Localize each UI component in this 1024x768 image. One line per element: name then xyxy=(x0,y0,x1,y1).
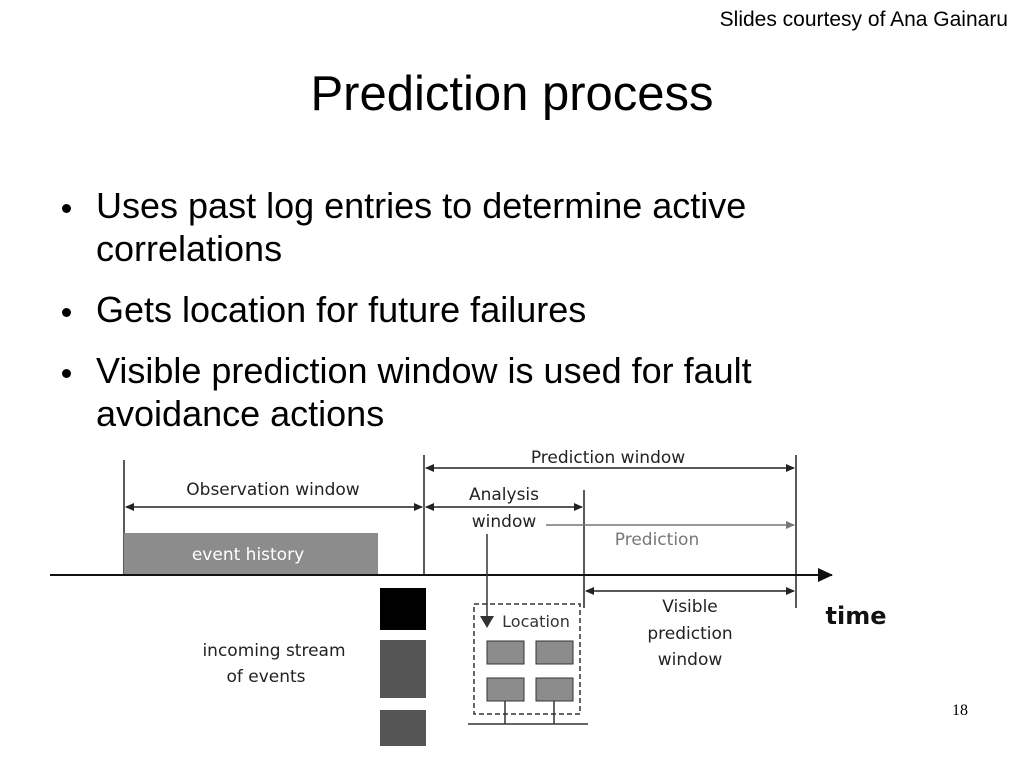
time-label: time xyxy=(826,602,887,630)
slide-credit: Slides courtesy of Ana Gainaru xyxy=(719,8,1008,31)
bullet-item: Uses past log entries to determine activ… xyxy=(58,184,878,270)
incoming-event-block xyxy=(380,710,426,746)
event-history-bar xyxy=(124,533,378,575)
visible-prediction-label-line3: window xyxy=(658,650,723,670)
slide-title: Prediction process xyxy=(310,67,714,121)
incoming-stream-label: incoming stream xyxy=(202,641,345,661)
visible-prediction-label-line2: prediction xyxy=(647,624,732,644)
location-node xyxy=(535,677,574,702)
prediction-window-label: Prediction window xyxy=(531,448,685,468)
location-arrow-head xyxy=(480,616,494,628)
bullet-list: Uses past log entries to determine activ… xyxy=(58,184,878,453)
bullet-dot-icon xyxy=(62,308,71,317)
location-node xyxy=(486,677,525,702)
incoming-event-block xyxy=(380,640,426,698)
bullet-item: Visible prediction window is used for fa… xyxy=(58,349,878,435)
bullet-text: Gets location for future failures xyxy=(96,289,587,330)
analysis-window-label: Analysis xyxy=(469,485,539,505)
location-node xyxy=(486,640,525,665)
analysis-window-label-line2: window xyxy=(472,512,537,532)
location-node xyxy=(535,640,574,665)
bullet-text: Visible prediction window is used for fa… xyxy=(96,350,752,434)
bullet-dot-icon xyxy=(62,204,71,213)
prediction-label: Prediction xyxy=(615,530,699,550)
observation-window-label: Observation window xyxy=(186,480,360,500)
visible-prediction-label: Visible xyxy=(662,597,718,617)
bullet-item: Gets location for future failures xyxy=(58,288,878,331)
location-label: Location xyxy=(502,612,570,631)
location-box xyxy=(473,603,581,715)
bullet-text: Uses past log entries to determine activ… xyxy=(96,185,747,269)
incoming-event-block xyxy=(380,588,426,630)
bullet-dot-icon xyxy=(62,369,71,378)
event-history-label: event history xyxy=(192,545,304,565)
page-number: 18 xyxy=(952,702,968,719)
incoming-stream-label-line2: of events xyxy=(226,667,305,687)
